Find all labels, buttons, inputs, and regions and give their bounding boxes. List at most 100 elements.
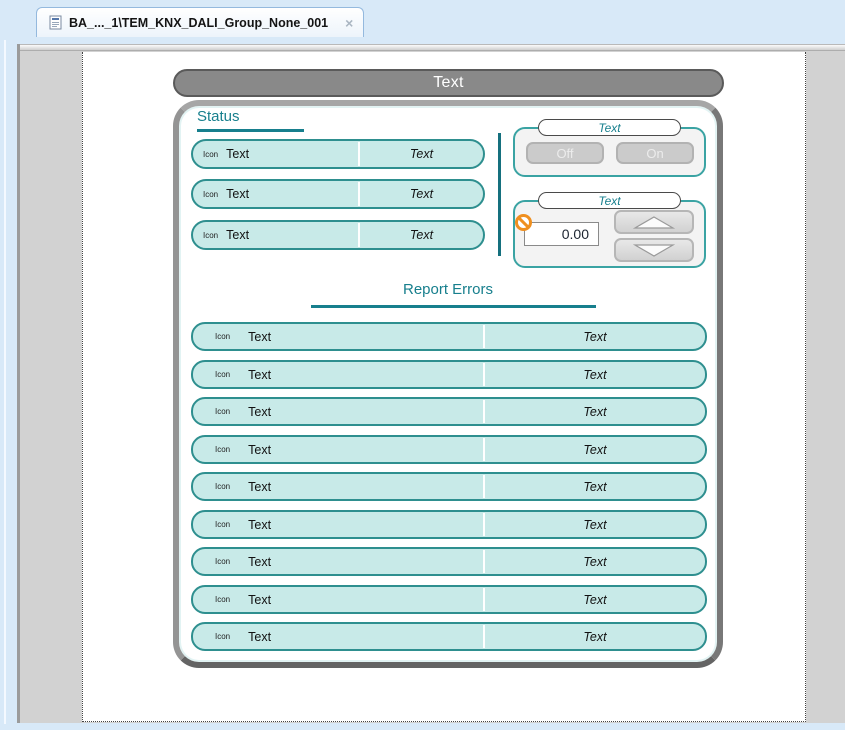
report-row-right: Text — [485, 474, 705, 499]
status-row-label: Text — [226, 187, 249, 201]
report-row-right: Text — [485, 549, 705, 574]
report-row[interactable]: Icon Text Text — [191, 585, 707, 614]
report-row-value: Text — [583, 593, 606, 607]
status-row-value: Text — [410, 187, 433, 201]
report-row-label: Text — [248, 330, 271, 344]
report-row-left: Icon Text — [193, 624, 483, 649]
document-icon — [49, 15, 62, 30]
status-row-value: Text — [410, 228, 433, 242]
spin-up-button[interactable] — [614, 210, 694, 234]
row-icon-placeholder: Icon — [215, 482, 230, 491]
report-row-label: Text — [248, 368, 271, 382]
status-row[interactable]: Icon Text Text — [191, 139, 485, 169]
report-row-value: Text — [583, 555, 606, 569]
report-row-left: Icon Text — [193, 587, 483, 612]
row-icon-placeholder: Icon — [215, 370, 230, 379]
row-icon-placeholder: Icon — [215, 557, 230, 566]
report-row-left: Icon Text — [193, 399, 483, 424]
report-row-right: Text — [485, 437, 705, 462]
report-row-value: Text — [583, 518, 606, 532]
report-row-right: Text — [485, 512, 705, 537]
report-row-left: Icon Text — [193, 474, 483, 499]
report-row[interactable]: Icon Text Text — [191, 435, 707, 464]
status-underline — [197, 129, 304, 132]
value-input[interactable] — [524, 222, 599, 246]
status-heading: Status — [197, 108, 240, 125]
on-button[interactable]: On — [616, 142, 694, 164]
tab-title: BA_..._1\TEM_KNX_DALI_Group_None_001 — [69, 16, 328, 30]
status-row-left: Icon Text — [193, 222, 358, 248]
report-row[interactable]: Icon Text Text — [191, 360, 707, 389]
report-row-label: Text — [248, 630, 271, 644]
document-tab[interactable]: BA_..._1\TEM_KNX_DALI_Group_None_001 × — [36, 7, 364, 37]
status-row[interactable]: Icon Text Text — [191, 179, 485, 209]
design-page: Text Status Icon Text Text — [82, 52, 806, 722]
up-triangle-icon — [633, 216, 675, 229]
value-group: Text — [513, 200, 706, 268]
status-row-left: Icon Text — [193, 141, 358, 167]
switch-group-title-text: Text — [598, 122, 620, 134]
section-vertical-divider — [498, 133, 501, 256]
report-row[interactable]: Icon Text Text — [191, 622, 707, 651]
down-triangle-icon — [633, 244, 675, 257]
main-panel: Status Icon Text Text Icon T — [173, 100, 723, 668]
row-icon-placeholder: Icon — [203, 231, 218, 240]
report-row-left: Icon Text — [193, 512, 483, 537]
window-frame-highlight — [4, 40, 6, 724]
report-row-value: Text — [583, 443, 606, 457]
report-row-label: Text — [248, 518, 271, 532]
row-icon-placeholder: Icon — [215, 520, 230, 529]
status-row-label: Text — [226, 228, 249, 242]
row-icon-placeholder: Icon — [203, 150, 218, 159]
off-button[interactable]: Off — [526, 142, 604, 164]
report-row-value: Text — [583, 330, 606, 344]
report-row-left: Icon Text — [193, 324, 483, 349]
design-surface: Text Status Icon Text Text — [17, 44, 845, 723]
row-icon-placeholder: Icon — [215, 595, 230, 604]
report-row-label: Text — [248, 443, 271, 457]
report-row-left: Icon Text — [193, 549, 483, 574]
report-row-left: Icon Text — [193, 362, 483, 387]
row-icon-placeholder: Icon — [203, 190, 218, 199]
report-row-left: Icon Text — [193, 437, 483, 462]
status-row-right: Text — [360, 222, 483, 248]
report-row-right: Text — [485, 624, 705, 649]
status-row-label: Text — [226, 147, 249, 161]
tab-bar: BA_..._1\TEM_KNX_DALI_Group_None_001 × — [0, 0, 845, 44]
report-row-label: Text — [248, 555, 271, 569]
report-row-right: Text — [485, 587, 705, 612]
report-row-label: Text — [248, 480, 271, 494]
report-row-value: Text — [583, 480, 606, 494]
status-row[interactable]: Icon Text Text — [191, 220, 485, 250]
report-row-value: Text — [583, 368, 606, 382]
status-row-value: Text — [410, 147, 433, 161]
report-row[interactable]: Icon Text Text — [191, 510, 707, 539]
row-icon-placeholder: Icon — [215, 332, 230, 341]
report-row[interactable]: Icon Text Text — [191, 397, 707, 426]
report-row-value: Text — [583, 405, 606, 419]
switch-group-title: Text — [538, 119, 681, 136]
report-row-right: Text — [485, 399, 705, 424]
report-row[interactable]: Icon Text Text — [191, 472, 707, 501]
switch-group: Text Off On — [513, 127, 706, 177]
report-row-right: Text — [485, 324, 705, 349]
surface-top-ridge — [20, 44, 845, 51]
tab-close-icon[interactable]: × — [345, 16, 353, 30]
row-icon-placeholder: Icon — [215, 407, 230, 416]
no-entry-icon — [515, 214, 532, 231]
report-row-label: Text — [248, 593, 271, 607]
status-row-left: Icon Text — [193, 181, 358, 207]
status-row-right: Text — [360, 181, 483, 207]
spin-down-button[interactable] — [614, 238, 694, 262]
report-row[interactable]: Icon Text Text — [191, 322, 707, 351]
status-row-right: Text — [360, 141, 483, 167]
report-errors-heading: Report Errors — [179, 281, 717, 298]
row-icon-placeholder: Icon — [215, 632, 230, 641]
row-icon-placeholder: Icon — [215, 445, 230, 454]
report-errors-underline — [311, 305, 596, 308]
report-row-label: Text — [248, 405, 271, 419]
report-row-value: Text — [583, 630, 606, 644]
widget-title: Text — [433, 74, 464, 92]
report-row[interactable]: Icon Text Text — [191, 547, 707, 576]
